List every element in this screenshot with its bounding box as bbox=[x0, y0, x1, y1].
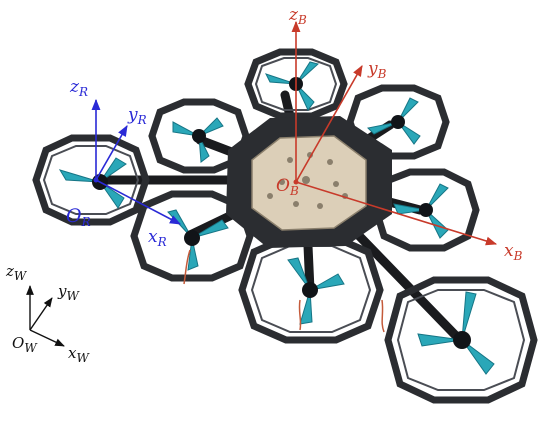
body-x-label: xB bbox=[504, 241, 523, 263]
robot-x-label: xR bbox=[148, 227, 167, 249]
world-frame: zW yW xW OW bbox=[5, 262, 90, 365]
body-frame: zB yB xB OB bbox=[276, 5, 523, 263]
world-y-label: yW bbox=[57, 282, 80, 303]
world-x-label: xW bbox=[68, 344, 90, 365]
plate-holes bbox=[267, 152, 348, 209]
body-origin-label: OB bbox=[276, 176, 299, 198]
body-y-label: yB bbox=[367, 59, 387, 81]
robot-y-label: yR bbox=[127, 105, 147, 127]
world-x-axis bbox=[29, 329, 65, 347]
rotor-guard bbox=[384, 276, 538, 404]
robot-frame: zR yR xR OR bbox=[66, 77, 181, 249]
world-z-label: zW bbox=[5, 262, 28, 283]
rotor-guard-inner bbox=[42, 57, 526, 391]
top-plate bbox=[251, 135, 367, 231]
rotor-guard bbox=[32, 134, 150, 226]
body-y-axis bbox=[295, 65, 363, 183]
robot-y-axis bbox=[95, 125, 128, 181]
robot-origin-label: OR bbox=[66, 205, 91, 229]
wires bbox=[183, 249, 385, 333]
world-origin-label: OW bbox=[12, 334, 38, 355]
body-origin-point bbox=[293, 179, 299, 185]
body-z-label: zB bbox=[288, 5, 307, 27]
rotor-guard bbox=[130, 190, 254, 282]
robot-z-label: zR bbox=[69, 77, 88, 99]
robot-origin-point bbox=[93, 177, 99, 183]
hexagonal-multirotor-drone-icon bbox=[32, 48, 538, 404]
world-y-axis bbox=[29, 297, 53, 331]
central-frame bbox=[226, 116, 392, 248]
body-x-axis bbox=[295, 181, 498, 246]
rotor-guard bbox=[244, 48, 348, 120]
robot-x-axis bbox=[95, 179, 181, 225]
